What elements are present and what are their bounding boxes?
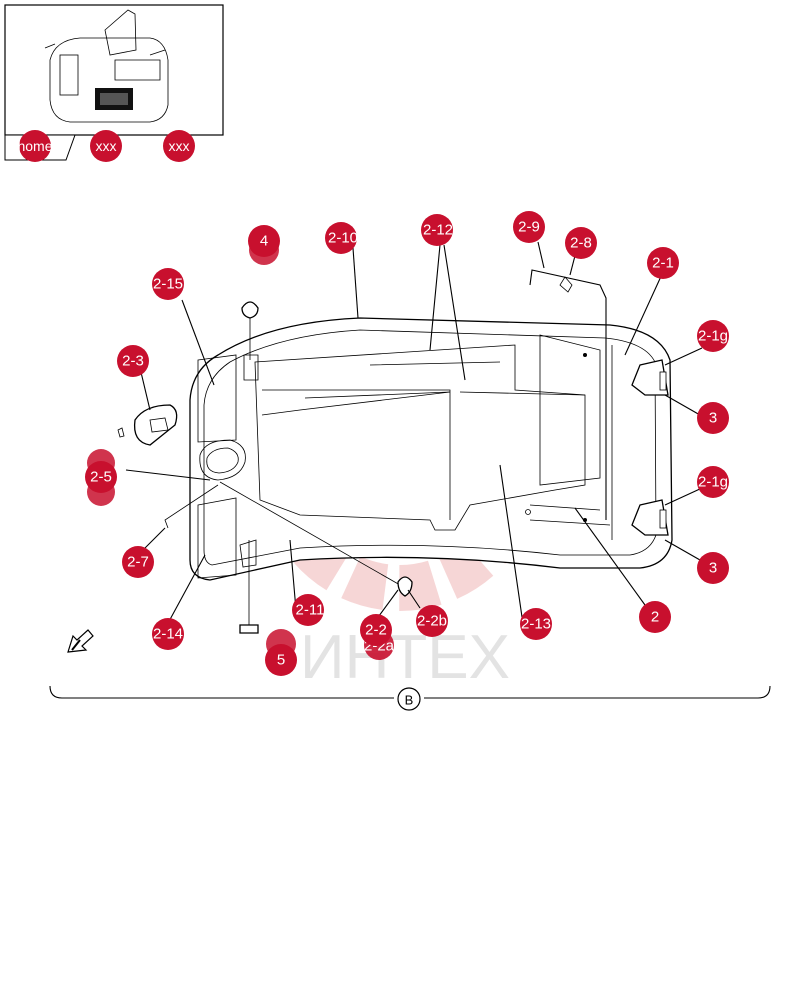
callout-2-10[interactable]: 2-10 [325, 222, 358, 254]
callout-5[interactable]: 5 [265, 629, 297, 676]
callout-label: 2 [651, 609, 659, 626]
callout-2-8[interactable]: 2-8 [565, 227, 597, 259]
callout-label: 2-10 [328, 230, 358, 247]
view-direction-arrow-icon [67, 629, 94, 653]
callout-label: 2-11 [296, 602, 325, 619]
callout-2[interactable]: 2 [639, 601, 671, 633]
callouts: 4 2-10 2-12 2-9 2-8 2-1 2-15 2-3 [85, 211, 729, 676]
callout-2-9[interactable]: 2-9 [513, 211, 545, 243]
callout-label: 2-9 [518, 219, 540, 236]
callout-label: 2-14 [153, 626, 183, 643]
callout-label: 5 [277, 652, 285, 669]
callout-2-2[interactable]: 2-2 [360, 614, 392, 646]
nav-bar: home xxx xxx [4, 130, 195, 162]
callout-2-1g-bottom[interactable]: 2-1g [697, 466, 729, 498]
watermark-text: ИНТЕХ [300, 623, 510, 692]
callout-label: 3 [709, 560, 717, 577]
callout-label: 2-5 [90, 469, 112, 486]
section-marker-label: B [405, 693, 414, 708]
callout-2-5[interactable]: 2-5 [85, 449, 117, 506]
callout-2-7[interactable]: 2-7 [122, 546, 154, 578]
prev-button[interactable]: xxx [90, 130, 122, 162]
callout-4[interactable]: 4 [248, 225, 280, 265]
callout-2-14[interactable]: 2-14 [152, 618, 184, 650]
callout-label: 2-1g [698, 474, 728, 491]
prev-label: xxx [96, 138, 117, 154]
callout-2-2b[interactable]: 2-2b [416, 605, 448, 637]
home-label: home [17, 138, 52, 154]
callout-2-3[interactable]: 2-3 [117, 345, 149, 377]
callout-2-12[interactable]: 2-12 [421, 214, 453, 246]
engine-hood-panel [117, 269, 673, 634]
callout-label: 2-3 [122, 353, 144, 370]
callout-label: 2-2 [365, 622, 387, 639]
callout-3-bottom[interactable]: 3 [697, 552, 729, 584]
callout-label: 2-1 [652, 255, 674, 272]
section-brace: B [49, 685, 771, 711]
callout-2-15[interactable]: 2-15 [152, 268, 184, 300]
callout-3-top[interactable]: 3 [697, 402, 729, 434]
leader-lines [125, 241, 703, 626]
callout-label: 2-15 [153, 276, 183, 293]
callout-2-11[interactable]: 2-11 [292, 594, 324, 626]
callout-2-1g-top[interactable]: 2-1g [697, 320, 729, 352]
callout-label: 4 [260, 233, 268, 250]
callout-label: 3 [709, 410, 717, 427]
excavator-thumbnail-icon [44, 9, 169, 123]
callout-label: 2-2b [417, 613, 447, 630]
callout-label: 2-13 [521, 616, 551, 633]
callout-2-13[interactable]: 2-13 [520, 608, 552, 640]
next-label: xxx [169, 138, 190, 154]
callout-label: 2-1g [698, 328, 728, 345]
callout-label: 2-12 [423, 222, 453, 239]
home-button[interactable]: home [17, 130, 53, 162]
callout-label: 2-8 [570, 235, 592, 252]
next-button[interactable]: xxx [163, 130, 195, 162]
thumbnail-inset[interactable] [4, 4, 224, 136]
callout-2-1[interactable]: 2-1 [647, 247, 679, 279]
callout-label: 2-7 [127, 554, 149, 571]
